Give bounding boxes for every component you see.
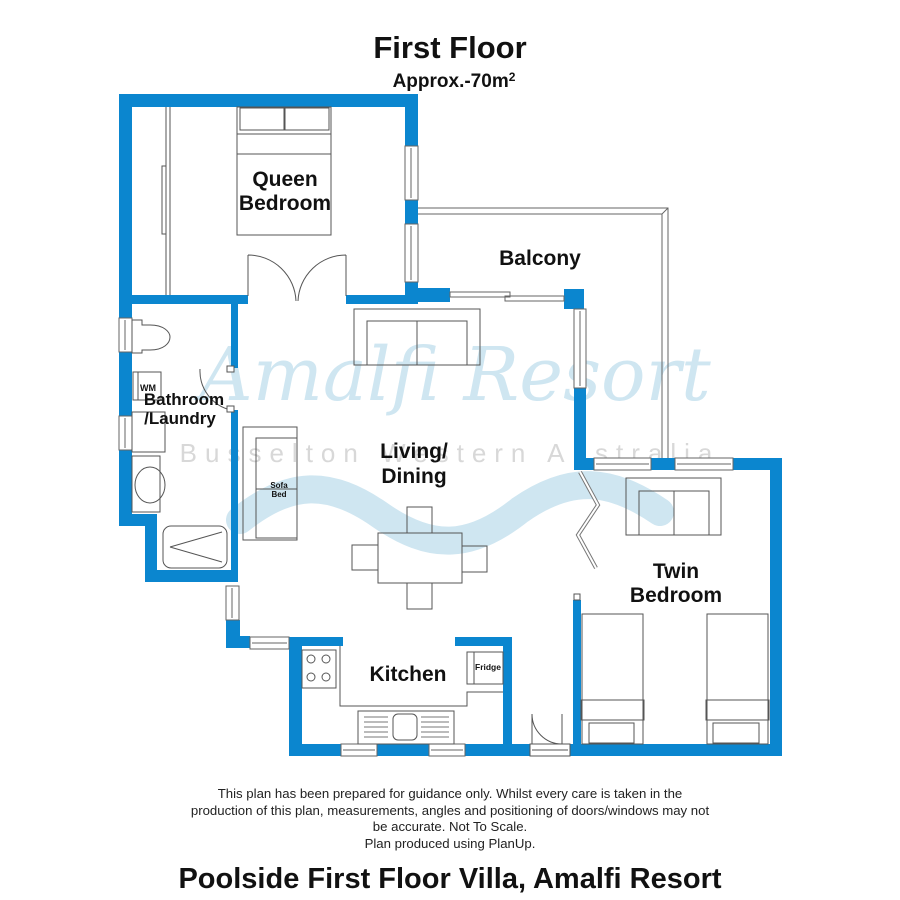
- wall: [405, 288, 450, 302]
- basin: [134, 466, 166, 504]
- wall: [130, 295, 248, 304]
- wall: [503, 637, 512, 755]
- wall: [231, 410, 238, 582]
- floor-area-value: Approx.-70m: [392, 71, 509, 92]
- walls: [119, 94, 782, 756]
- floor-area: Approx.-70m2: [0, 66, 900, 93]
- label-sofa: Sofa: [270, 481, 288, 490]
- wall: [405, 200, 418, 224]
- single-bed: [581, 613, 644, 745]
- wave-watermark: [226, 471, 674, 555]
- wall: [289, 637, 343, 646]
- wall: [226, 636, 250, 648]
- wall: [651, 458, 675, 470]
- label-living: Living/: [380, 440, 448, 463]
- disclaimer-line: be accurate. Not To Scale.: [372, 819, 528, 834]
- wall: [377, 744, 429, 756]
- label-balcony: Balcony: [499, 247, 581, 270]
- wall: [573, 600, 581, 754]
- fridge: [466, 651, 504, 685]
- wall: [119, 302, 132, 318]
- toilet: [131, 319, 171, 354]
- watermark: Amalfi Resort Busselton Western Australi…: [180, 332, 712, 555]
- wall: [465, 744, 530, 756]
- bathroom-door: [199, 368, 232, 411]
- disclaimer-line: production of this plan, measurements, a…: [190, 802, 710, 818]
- windows: [118, 145, 734, 757]
- wall: [145, 570, 237, 582]
- wall: [733, 458, 782, 470]
- property-title: Poolside First Floor Villa, Amalfi Resor…: [178, 863, 722, 895]
- fixtures: [131, 106, 770, 757]
- single-bed: [706, 613, 769, 745]
- wall: [455, 637, 512, 646]
- label-twin-bedroom: Bedroom: [630, 584, 722, 607]
- wall: [574, 458, 594, 470]
- wall: [574, 289, 584, 303]
- disclaimer-line: This plan has been prepared for guidance…: [217, 786, 683, 801]
- watermark-script: Amalfi Resort: [193, 332, 711, 418]
- disclaimer-line: Plan produced using PlanUp.: [364, 835, 536, 851]
- kitchen-bench: [339, 646, 503, 707]
- disclaimer: This plan has been prepared for guidance…: [0, 786, 900, 852]
- label-bed: Bed: [271, 490, 286, 499]
- wall: [770, 458, 782, 756]
- room-labels: Queen Bedroom Balcony WM Bathroom /Laund…: [140, 168, 722, 686]
- vanity: [131, 411, 166, 453]
- wall: [119, 352, 132, 416]
- label-dining: Dining: [381, 465, 446, 488]
- wall: [570, 744, 782, 756]
- label-fridge: Fridge: [475, 662, 501, 672]
- sink: [357, 710, 455, 745]
- label-bathroom: Bathroom: [144, 390, 224, 409]
- wall: [119, 94, 132, 304]
- balcony-outline: [418, 207, 669, 462]
- sliding-door: [449, 291, 565, 302]
- wall: [231, 302, 238, 368]
- wall: [405, 94, 418, 146]
- entry-door: [531, 713, 563, 745]
- shower: [162, 525, 228, 569]
- label-kitchen: Kitchen: [369, 663, 446, 686]
- wall: [289, 637, 302, 755]
- label-wm: WM: [140, 383, 156, 393]
- basin-cabinet: [131, 455, 161, 513]
- wall: [119, 450, 132, 526]
- wall: [346, 295, 418, 304]
- wall: [574, 388, 586, 470]
- double-door: [247, 254, 297, 302]
- stove: [301, 649, 337, 689]
- floor-area-unit: 2: [508, 70, 516, 84]
- queen-bed: [236, 106, 332, 236]
- label-queen-bedroom-2: Bedroom: [239, 192, 331, 215]
- label-twin: Twin: [653, 560, 699, 583]
- label-laundry: /Laundry: [144, 409, 216, 428]
- wall: [145, 514, 157, 580]
- floor-title: First Floor: [373, 30, 527, 65]
- wall: [119, 94, 418, 107]
- wall: [289, 744, 341, 756]
- label-queen-bedroom: Queen: [252, 168, 317, 191]
